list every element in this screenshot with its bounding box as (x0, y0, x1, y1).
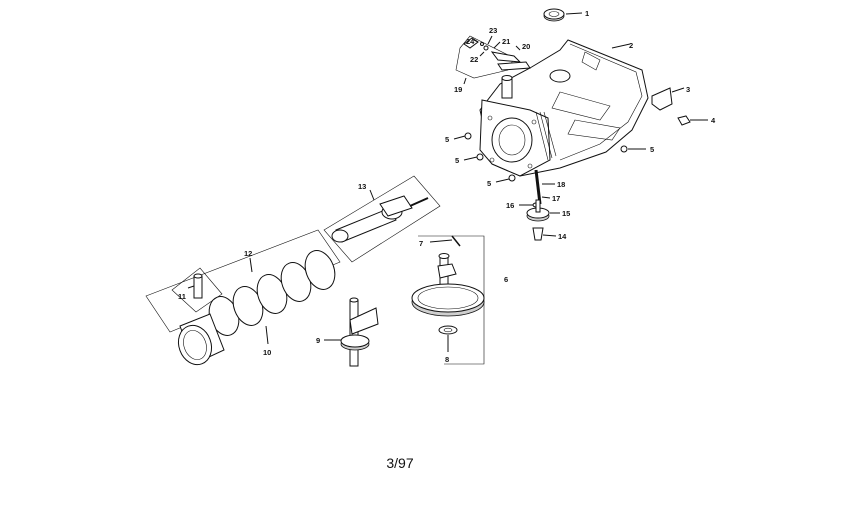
callout-21: 21 (502, 37, 510, 46)
callout-5c: 5 (487, 179, 491, 188)
callout-7: 7 (419, 239, 423, 248)
connecting-rod-kit (323, 175, 441, 263)
callout-16: 16 (506, 201, 514, 210)
callout-17: 17 (552, 194, 560, 203)
governor-shaft (534, 169, 555, 205)
camshaft-assembly (411, 235, 485, 365)
callout-5b: 5 (455, 156, 459, 165)
callout-18: 18 (557, 180, 565, 189)
callout-6: 6 (504, 275, 508, 284)
plug-left-upper (453, 132, 472, 140)
callout-12: 12 (244, 249, 252, 258)
governor-gear (526, 199, 560, 222)
callout-20: 20 (522, 42, 530, 51)
callout-14: 14 (558, 232, 567, 241)
bracket (651, 87, 685, 111)
callout-8: 8 (445, 355, 449, 364)
callout-5d: 5 (650, 145, 654, 154)
crankcase-block (479, 39, 649, 177)
callout-15: 15 (562, 209, 570, 218)
callout-5a: 5 (445, 135, 449, 144)
cam-washer (438, 325, 458, 352)
governor-spool (532, 227, 557, 241)
plug-lower (495, 174, 516, 183)
callout-10: 10 (263, 348, 271, 357)
page-number: 3/97 (386, 455, 414, 471)
callout-24: 24 (466, 37, 475, 46)
callout-2: 2 (629, 41, 633, 50)
callout-11: 11 (178, 292, 186, 301)
piston (177, 313, 225, 366)
plug-left-lower (463, 153, 484, 161)
callout-22: 22 (470, 55, 478, 64)
callout-4: 4 (711, 116, 716, 125)
callout-13: 13 (358, 182, 366, 191)
callout-23: 23 (489, 26, 497, 35)
crankshaft (324, 297, 379, 367)
piston-ring-set (145, 229, 341, 345)
breather-kit (455, 35, 531, 85)
wrist-pin (171, 267, 223, 313)
plug-right (620, 145, 646, 153)
bracket-bolt (677, 115, 708, 126)
callout-3: 3 (686, 85, 690, 94)
oil-seal (543, 8, 583, 22)
callout-1: 1 (585, 9, 589, 18)
callout-9: 9 (316, 336, 320, 345)
callout-19: 19 (454, 85, 462, 94)
